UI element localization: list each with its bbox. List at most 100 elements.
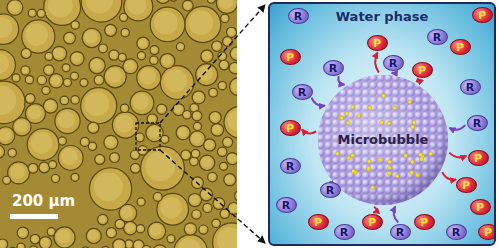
molecule-letter: R <box>294 10 302 23</box>
micro-bubble <box>49 74 63 88</box>
transfer-arrow <box>302 130 316 134</box>
bubble-highlight <box>133 94 149 110</box>
scale-bar <box>10 214 58 219</box>
gas-molecule <box>381 94 385 98</box>
bubble-highlight <box>182 151 189 158</box>
bubble-highlight <box>15 120 27 132</box>
bubble-highlight <box>41 238 49 246</box>
bubble-highlight <box>72 22 78 28</box>
bubble-highlight <box>222 15 228 21</box>
bubble-highlight <box>154 193 160 199</box>
bubble-highlight <box>148 115 155 122</box>
molecule-letter: R <box>282 199 290 212</box>
micro-bubble <box>221 14 229 22</box>
bubble-highlight <box>162 136 167 141</box>
bubble-highlight <box>95 76 102 83</box>
micro-bubble <box>184 223 196 235</box>
micro-bubble <box>80 137 89 146</box>
bubble-highlight <box>61 97 67 103</box>
gas-molecule <box>347 156 351 160</box>
micro-bubble <box>12 74 20 82</box>
molecule-letter: R <box>473 117 481 130</box>
bubble-highlight <box>132 164 139 171</box>
micro-bubble <box>157 104 167 114</box>
bubble-highlight <box>193 112 200 119</box>
transfer-arrow <box>442 172 456 180</box>
micro-bubble <box>82 28 101 47</box>
micro-bubble <box>99 44 108 53</box>
bubble-highlight <box>228 154 236 162</box>
micro-bubble <box>224 106 237 138</box>
bubble-highlight <box>106 26 114 34</box>
bubble-highlight <box>217 227 237 248</box>
bubble-highlight <box>220 163 225 168</box>
bubble-highlight <box>64 79 69 84</box>
bubble-highlight <box>54 48 64 58</box>
micro-bubble <box>86 228 101 243</box>
bubble-highlight <box>26 95 33 102</box>
molecule-letter: R <box>329 62 337 75</box>
gas-molecule <box>415 173 419 177</box>
bubble-highlight <box>143 246 149 248</box>
bubble-highlight <box>0 240 5 247</box>
bubble-highlight <box>131 151 137 157</box>
bubble-highlight <box>48 0 73 18</box>
gas-molecule <box>410 160 414 164</box>
micro-bubble <box>142 245 151 248</box>
bubble-highlight <box>178 127 188 137</box>
bubble-highlight <box>9 1 20 12</box>
gas-molecule <box>378 158 382 162</box>
bubble-highlight <box>46 53 51 58</box>
bubble-highlight <box>0 53 9 74</box>
micro-bubble <box>9 247 17 248</box>
micro-bubble <box>29 246 38 248</box>
micro-bubble <box>17 243 25 248</box>
micro-bubble <box>235 190 237 201</box>
bubble-highlight <box>232 48 237 57</box>
micro-bubble <box>81 247 90 248</box>
bubble-highlight <box>89 143 95 149</box>
micro-bubble <box>153 193 162 202</box>
bubble-highlight <box>229 204 237 212</box>
product-molecule: P <box>450 39 471 55</box>
bubble-highlight <box>208 0 214 2</box>
bubble-highlight <box>99 216 106 223</box>
micro-bubble <box>28 9 36 17</box>
micro-bubble <box>106 228 116 238</box>
bubble-highlight <box>29 10 34 15</box>
micro-bubble <box>39 237 51 248</box>
micro-bubble <box>228 202 237 214</box>
gas-molecule <box>368 106 372 110</box>
bubble-highlight <box>31 132 53 154</box>
molecule-letter: R <box>452 226 460 239</box>
bubble-highlight <box>51 75 61 85</box>
bubble-highlight <box>94 172 123 201</box>
bubble-highlight <box>0 147 2 156</box>
micro-bubble <box>212 219 220 227</box>
bubble-highlight <box>209 173 215 179</box>
micro-bubble <box>80 79 88 87</box>
micro-bubble <box>199 225 208 234</box>
micro-bubble <box>88 122 99 133</box>
molecule-letter: R <box>298 86 306 99</box>
bubble-highlight <box>122 29 128 35</box>
bubble-highlight <box>120 14 125 19</box>
sphere-shade <box>318 75 448 205</box>
bubble-highlight <box>154 246 164 248</box>
micro-bubble <box>98 214 108 224</box>
micro-bubble <box>120 104 128 112</box>
micro-bubble <box>150 7 185 42</box>
micro-bubble <box>0 145 5 158</box>
micro-bubble <box>209 88 218 97</box>
molecule-letter: P <box>418 64 426 77</box>
bubble-highlight <box>178 238 201 248</box>
micro-bubble <box>115 219 125 229</box>
bubble-highlight <box>72 53 82 63</box>
micro-bubble <box>124 221 137 234</box>
bubble-highlight <box>210 89 216 95</box>
bubble-highlight <box>31 235 38 242</box>
micro-bubble <box>70 72 78 80</box>
micro-bubble <box>55 108 80 133</box>
bubble-highlight <box>45 100 55 110</box>
bubble-highlight <box>86 0 114 14</box>
